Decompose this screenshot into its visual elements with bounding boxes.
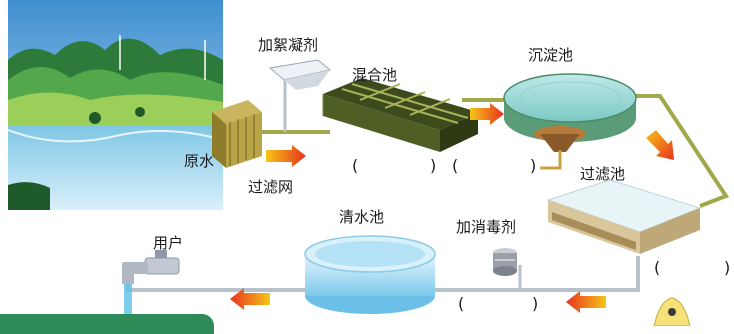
disinfectant-canister-icon: [493, 248, 517, 276]
flow-arrow-2: [470, 103, 504, 125]
flow-arrow-5: [230, 288, 270, 310]
label-user: 用户: [153, 234, 184, 252]
green-footer-tab: [0, 314, 214, 334]
answer-blank-3-open: (: [654, 258, 661, 277]
label-clear-water-tank: 清水池: [339, 208, 385, 226]
flow-arrow-1: [266, 145, 306, 167]
filter-tank-icon: [546, 179, 702, 254]
answer-blank-2-open: (: [452, 156, 459, 175]
label-disinfectant: 加消毒剂: [456, 218, 517, 236]
settling-tank-icon: [503, 73, 637, 170]
answer-blank-4-open: (: [458, 294, 465, 313]
label-coagulant: 加絮凝剂: [258, 36, 319, 54]
coagulant-hopper-icon: [268, 59, 332, 90]
diagram-canvas: [7, 0, 730, 326]
label-mixing-tank: 混合池: [352, 66, 398, 84]
answer-blank-1-open: (: [352, 156, 359, 175]
flow-arrow-4: [566, 291, 606, 313]
answer-blank-1-close: ): [430, 156, 437, 175]
faucet-icon: [122, 250, 180, 326]
answer-blank-4-close: ): [532, 294, 539, 313]
label-filter-tank: 过滤池: [580, 165, 626, 183]
label-filter-screen: 过滤网: [248, 178, 294, 196]
label-settling-tank: 沉淀池: [528, 46, 574, 64]
flow-arrow-3: [646, 130, 674, 160]
dropper-icon: [653, 297, 691, 326]
flow-arrows: [230, 103, 674, 313]
answer-blank-3-close: ): [724, 258, 731, 277]
clear-water-tank-icon: [304, 235, 436, 314]
filter-screen-box-icon: [212, 100, 262, 168]
answer-blank-2-close: ): [530, 156, 537, 175]
label-raw-water: 原水: [184, 152, 215, 170]
mixing-tank-icon: [322, 78, 478, 152]
landscape-scene-icon: [7, 0, 224, 210]
